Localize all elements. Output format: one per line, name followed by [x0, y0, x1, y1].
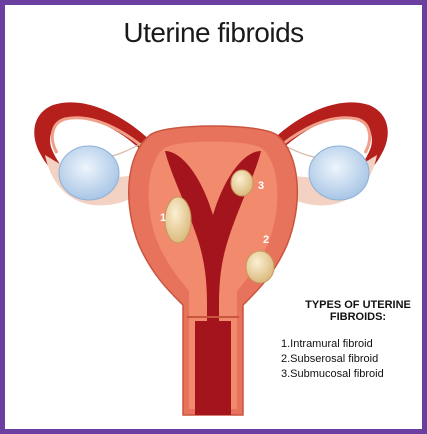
right-ovary — [309, 146, 369, 200]
legend-item-submucosal: 3.Submucosal fibroid — [281, 367, 421, 382]
fibroid-types-legend: TYPES OF UTERINE FIBROIDS: 1.Intramural … — [281, 299, 421, 382]
legend-title: TYPES OF UTERINE FIBROIDS: — [295, 299, 421, 323]
fibroid-label-1: 1 — [160, 212, 166, 224]
fibroid-intramural — [165, 197, 191, 243]
left-ovary — [59, 146, 119, 200]
legend-item-intramural: 1.Intramural fibroid — [281, 337, 421, 352]
fibroid-label-2: 2 — [263, 234, 269, 246]
cervix — [195, 321, 231, 415]
fibroid-label-3: 3 — [258, 180, 264, 192]
fibroid-subserosal — [246, 251, 274, 283]
fibroid-submucosal — [231, 170, 253, 196]
legend-item-subserosal: 2.Subserosal fibroid — [281, 352, 421, 367]
